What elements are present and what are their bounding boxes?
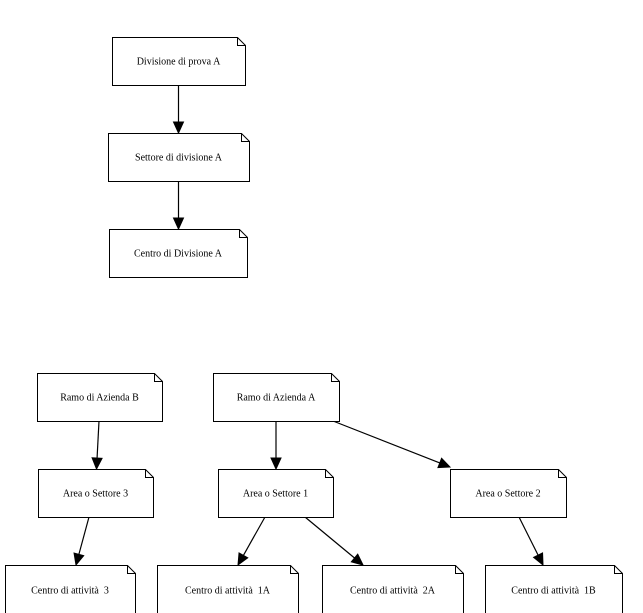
note-node-fold — [241, 133, 250, 142]
edge-arrow — [332, 420, 452, 469]
note-node: Centro di attività 3 — [5, 565, 136, 613]
arrowhead-icon — [437, 457, 452, 469]
note-node: Area o Settore 1 — [218, 469, 334, 518]
note-node-box — [450, 469, 567, 518]
note-node-label: Centro di Divisione A — [134, 249, 223, 260]
note-node-fold — [237, 37, 246, 46]
note-node-label: Area o Settore 2 — [475, 489, 540, 500]
note-node-label: Area o Settore 1 — [243, 489, 308, 500]
edge-arrow — [237, 516, 266, 567]
edge-line — [518, 516, 539, 556]
edge-arrow — [73, 516, 90, 567]
note-node-label: Centro di attività 2A — [350, 586, 436, 597]
arrowhead-icon — [270, 457, 282, 471]
note-node-box — [157, 565, 299, 613]
note-node: Centro di attività 1A — [157, 565, 299, 613]
note-node-box — [109, 229, 248, 278]
note-node-fold — [558, 469, 567, 478]
note-node-label: Centro di attività 1B — [511, 586, 596, 597]
edge-arrow — [172, 85, 185, 135]
note-node-label: Divisione di prova A — [137, 57, 221, 68]
arrowhead-icon — [532, 552, 544, 567]
note-node: Area o Settore 2 — [450, 469, 567, 518]
edge-arrow — [172, 181, 185, 231]
note-node-label: Area o Settore 3 — [63, 489, 128, 500]
note-node-fold — [154, 373, 163, 382]
edge-line — [96, 420, 100, 459]
note-node-label: Ramo di Azienda B — [60, 393, 139, 404]
note-node-box — [485, 565, 623, 613]
note-node-box — [322, 565, 464, 613]
edge-line — [78, 516, 90, 555]
edge-line — [304, 516, 355, 559]
note-node-label: Centro di attività 3 — [31, 586, 109, 597]
edge-line — [242, 516, 266, 556]
note-node-box — [37, 373, 163, 422]
note-node-label: Centro di attività 1A — [185, 586, 271, 597]
edge-line — [332, 420, 440, 464]
note-node-fold — [290, 565, 299, 574]
note-node: Centro di attività 2A — [322, 565, 464, 613]
note-node-box — [108, 133, 250, 182]
note-node-fold — [127, 565, 136, 574]
note-node-fold — [239, 229, 248, 238]
arrowhead-icon — [237, 552, 249, 567]
note-node-box — [38, 469, 154, 518]
arrowhead-icon — [350, 553, 364, 566]
note-node: Divisione di prova A — [112, 37, 246, 86]
note-node-fold — [325, 469, 334, 478]
note-node-box — [112, 37, 246, 86]
arrowhead-icon — [73, 552, 85, 567]
edge-arrow — [91, 420, 103, 471]
edge-arrow — [518, 516, 544, 567]
edge-arrow — [270, 421, 282, 471]
note-node-box — [213, 373, 340, 422]
note-node: Area o Settore 3 — [38, 469, 154, 518]
note-node-label: Ramo di Azienda A — [237, 393, 316, 404]
note-node-fold — [145, 469, 154, 478]
note-node: Centro di Divisione A — [109, 229, 248, 278]
arrowhead-icon — [172, 217, 185, 231]
note-node-fold — [331, 373, 340, 382]
edges-layer — [73, 85, 544, 567]
note-node-fold — [614, 565, 623, 574]
edge-arrow — [304, 516, 364, 566]
note-node: Ramo di Azienda A — [213, 373, 340, 422]
note-node: Centro di attività 1B — [485, 565, 623, 613]
note-node-box — [5, 565, 136, 613]
arrowhead-icon — [172, 121, 185, 135]
note-node: Ramo di Azienda B — [37, 373, 163, 422]
note-node-label: Settore di divisione A — [135, 153, 223, 164]
note-node: Settore di divisione A — [108, 133, 250, 182]
note-node-box — [218, 469, 334, 518]
nodes-layer: Divisione di prova A Settore di divisione… — [5, 37, 623, 613]
arrowhead-icon — [91, 457, 103, 471]
note-node-fold — [455, 565, 464, 574]
